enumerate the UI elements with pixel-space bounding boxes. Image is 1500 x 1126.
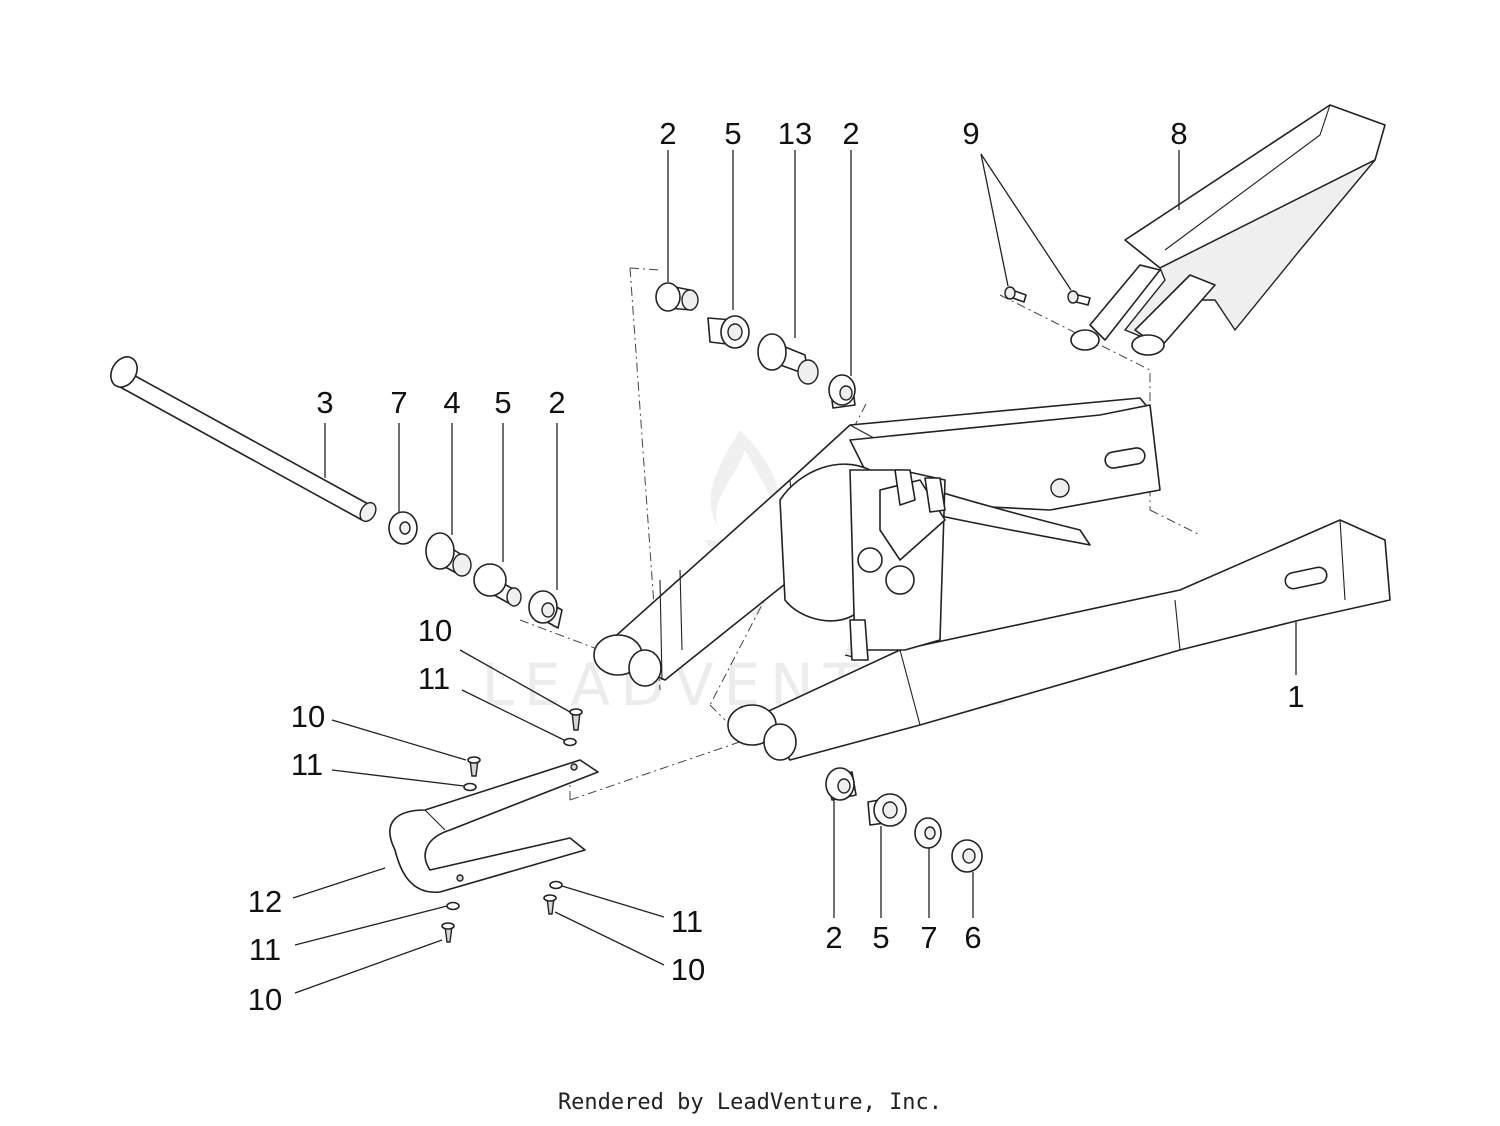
callout-9: 9 — [962, 116, 979, 151]
bushing-5-top — [707, 315, 750, 349]
callout-5-bottom: 5 — [872, 920, 889, 955]
bushing-5-left — [473, 563, 522, 607]
chain-slider — [389, 759, 599, 893]
callout-labels: 1 2 5 13 2 9 8 3 7 4 5 2 10 11 10 11 12 … — [248, 116, 1305, 1017]
callout-2-left: 2 — [548, 385, 565, 420]
callout-2-top-left: 2 — [659, 116, 676, 151]
callout-10-b: 10 — [291, 699, 325, 734]
callout-3: 3 — [316, 385, 333, 420]
bearing-2-left — [528, 590, 563, 629]
screw-9-left — [1004, 286, 1027, 303]
bushing-5-bottom — [867, 793, 907, 827]
leader-lines — [292, 150, 1297, 994]
pivot-axle — [110, 356, 377, 523]
callout-6: 6 — [964, 920, 981, 955]
bearing-2-bottom — [825, 767, 857, 801]
callout-2-top-right: 2 — [842, 116, 859, 151]
callout-11-d: 11 — [671, 904, 703, 939]
screw-10-c — [441, 922, 455, 943]
washer-11-b — [463, 782, 477, 792]
callout-5-left: 5 — [494, 385, 511, 420]
callout-8: 8 — [1170, 116, 1187, 151]
callout-11-c: 11 — [249, 932, 281, 967]
callout-13: 13 — [778, 116, 812, 151]
washer-7-left — [388, 511, 418, 545]
bearing-2-top-left — [655, 282, 699, 312]
footer-credit: Rendered by LeadVenture, Inc. — [558, 1090, 942, 1115]
swingarm — [593, 397, 1391, 761]
washer-11-c — [446, 901, 460, 911]
callout-5-top: 5 — [724, 116, 741, 151]
washer-11-a — [563, 737, 577, 747]
spacer-13 — [757, 333, 819, 385]
washer-11-d — [549, 880, 563, 890]
bearing-2-top-right — [828, 374, 856, 409]
callout-10-d: 10 — [671, 952, 705, 987]
callout-7-bottom: 7 — [920, 920, 937, 955]
screw-10-d — [543, 894, 557, 915]
chain-guard — [1070, 104, 1386, 356]
nut-6 — [951, 839, 983, 873]
screw-10-a — [569, 708, 583, 731]
callout-11-a: 11 — [418, 661, 450, 696]
callout-10-c: 10 — [248, 982, 282, 1017]
callout-1: 1 — [1287, 679, 1304, 714]
bushing-4 — [425, 532, 472, 577]
callout-12: 12 — [248, 884, 282, 919]
callout-11-b: 11 — [291, 747, 323, 782]
callout-2-bottom: 2 — [825, 920, 842, 955]
screw-10-b — [467, 756, 481, 777]
washer-7-bottom — [914, 817, 942, 849]
callout-10-a: 10 — [418, 613, 452, 648]
callout-4: 4 — [443, 385, 460, 420]
callout-7-left: 7 — [390, 385, 407, 420]
screw-9-right — [1067, 290, 1091, 306]
